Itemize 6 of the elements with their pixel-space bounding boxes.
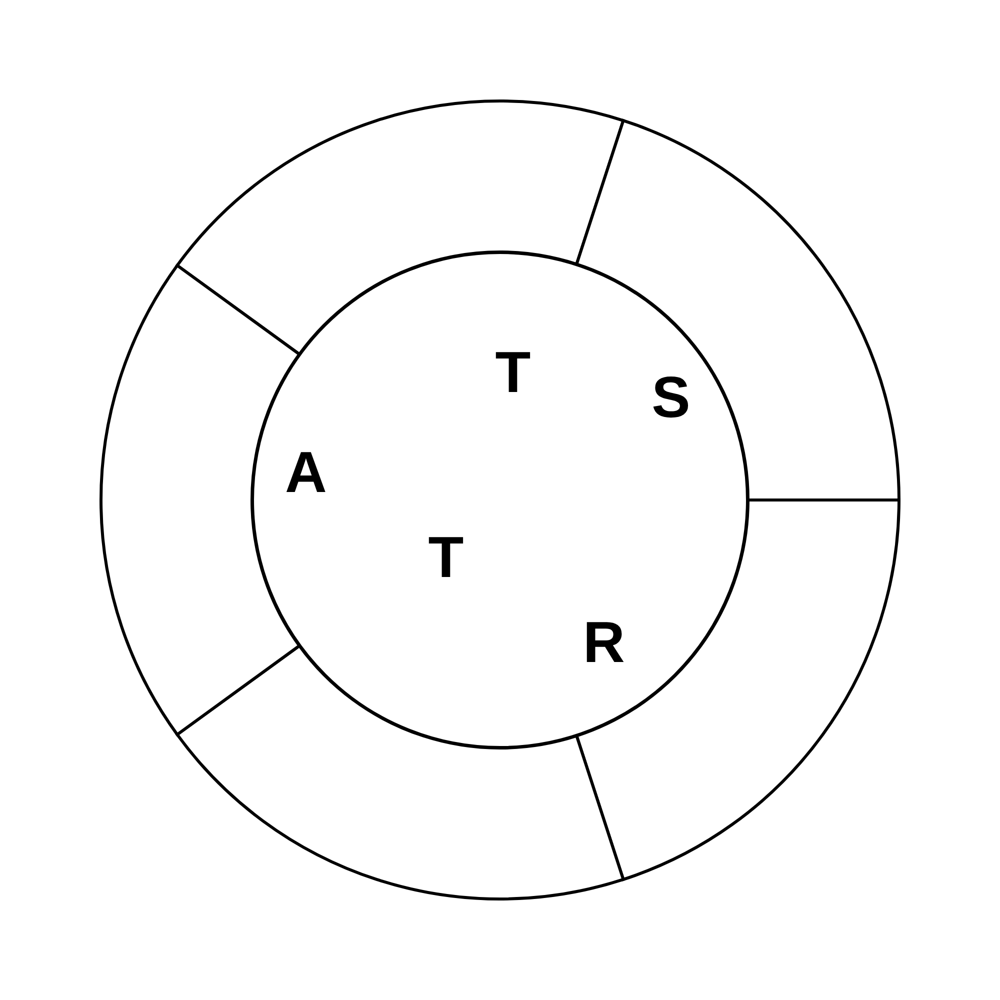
letter: R	[583, 614, 625, 672]
letter: T	[428, 529, 464, 587]
letter: T	[495, 344, 531, 402]
ring-segment	[575, 119, 900, 502]
letter: A	[285, 444, 327, 502]
letter: S	[652, 369, 690, 427]
